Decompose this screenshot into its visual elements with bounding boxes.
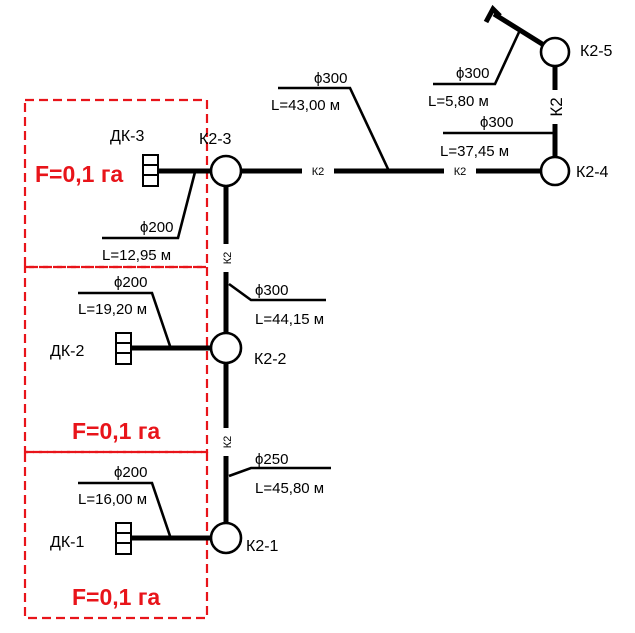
pipe-annotation-dk-3: ϕ200 L=12,95 м — [102, 171, 197, 264]
rain-inlet-dk-1-icon — [115, 522, 132, 555]
well-k2-1 — [209, 521, 243, 555]
pipe-diameter-k2-3-k2-4: ϕ300 — [314, 70, 347, 87]
pipe-annotation-dk-1: ϕ200 L=16,00 м — [78, 464, 172, 537]
pipe-annotation-k2-4-inlet: ϕ300 L=37,45 м — [440, 114, 553, 160]
well-label-k2-1: К2-1 — [246, 538, 279, 555]
well-k2-2 — [209, 331, 243, 365]
k2-label-gap-3 — [219, 244, 234, 272]
pipe-length-k2-5: L=5,80 м — [428, 93, 489, 110]
network-code-label-2: К2 — [454, 166, 467, 178]
pipe-length-k2-2-k2-1: L=45,80 м — [255, 480, 324, 497]
well-label-k2-3: К2-3 — [199, 131, 232, 148]
pipe-annotation-k2-3-k2-2: ϕ300 L=44,15 м — [228, 282, 326, 328]
area-label-2: F=0,1 га — [72, 418, 160, 444]
pipe-diameter-k2-2-k2-1: ϕ250 — [255, 451, 288, 468]
inlet-label-dk-1: ДК-1 — [50, 534, 84, 551]
pipe-length-k2-3-k2-2: L=44,15 м — [255, 311, 324, 328]
pipe-length-dk-1: L=16,00 м — [78, 491, 147, 508]
catchment-zone-3-boundary — [23, 450, 209, 620]
rain-inlet-dk-3-icon — [142, 154, 159, 187]
pipe-diameter-k2-4-inlet: ϕ300 — [480, 114, 513, 131]
well-label-k2-2: К2-2 — [254, 351, 287, 368]
well-label-k2-4: К2-4 — [576, 164, 609, 181]
network-code-label-4: К2 — [222, 436, 234, 449]
pipe-length-dk-3: L=12,95 м — [102, 247, 171, 264]
inlet-label-dk-2: ДК-2 — [50, 343, 84, 360]
pipe-diameter-dk-3: ϕ200 — [140, 219, 173, 236]
area-label-1: F=0,1 га — [35, 161, 123, 187]
pipe-outlet-break-mark — [483, 4, 502, 24]
k2-label-gap-5 — [545, 90, 565, 124]
rain-inlet-dk-2-icon — [115, 332, 132, 365]
k2-label-gap-2 — [444, 163, 476, 178]
pipe-length-dk-2: L=19,20 м — [78, 301, 147, 318]
pipe-annotation-k2-3-k2-4: ϕ300 L=43,00 м — [271, 70, 390, 170]
pipe-length-k2-4-inlet: L=37,45 м — [440, 143, 509, 160]
catchment-zone-2-boundary — [23, 265, 209, 454]
k2-label-gap-1 — [302, 163, 334, 178]
well-label-k2-5: К2-5 — [580, 43, 613, 60]
inlet-label-dk-3: ДК-3 — [110, 128, 144, 145]
pipe-diameter-dk-1: ϕ200 — [114, 464, 147, 481]
pipe-length-k2-3-k2-4: L=43,00 м — [271, 97, 340, 114]
well-k2-4 — [539, 155, 571, 187]
pipe-annotation-k2-5: ϕ300 L=5,80 м — [428, 29, 522, 110]
pipe-diameter-k2-5: ϕ300 — [456, 65, 489, 82]
network-code-label-3: К2 — [222, 252, 234, 265]
k2-label-gap-4 — [219, 428, 234, 456]
pipe-annotation-k2-2-k2-1: ϕ250 L=45,80 м — [228, 451, 331, 497]
network-code-label-1: К2 — [312, 166, 325, 178]
network-code-label-5: К2 — [547, 97, 566, 116]
well-k2-5 — [539, 36, 571, 68]
well-k2-3 — [209, 154, 243, 188]
pipe-annotation-dk-2: ϕ200 L=19,20 м — [78, 274, 172, 347]
area-label-3: F=0,1 га — [72, 584, 160, 610]
pipe-diameter-dk-2: ϕ200 — [114, 274, 147, 291]
pipe-diameter-k2-3-k2-2: ϕ300 — [255, 282, 288, 299]
